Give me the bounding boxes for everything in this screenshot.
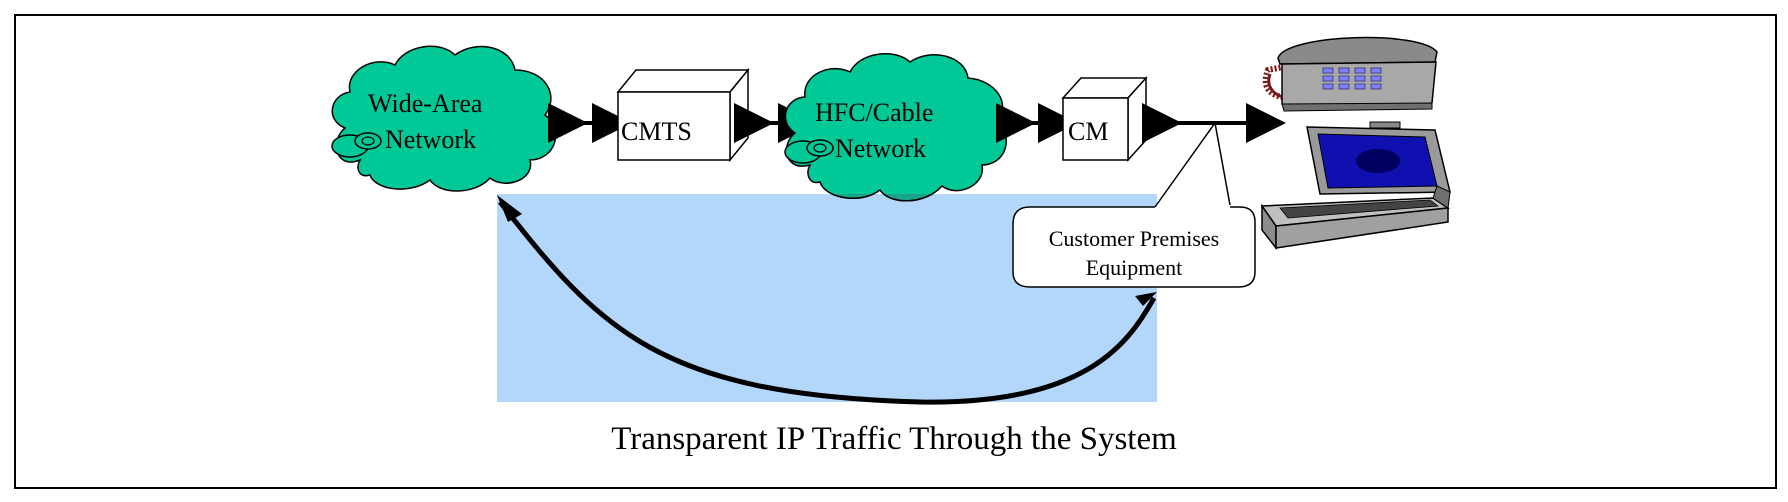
customer-premises-callout: Customer Premises Equipment	[1012, 206, 1256, 288]
hfc-cable-network-cloud: HFC/Cable Network	[784, 53, 1007, 202]
wan-label-line1: Wide-Area	[368, 89, 483, 118]
ip-traffic-arrowhead-left	[497, 195, 522, 222]
hfc-label-line1: HFC/Cable	[815, 98, 933, 127]
figure-frame	[14, 14, 1777, 489]
cm-label: CM	[1068, 117, 1108, 146]
ip-traffic-arrow	[498, 200, 1157, 405]
telephone-icon	[1262, 36, 1438, 112]
callout-line2: Equipment	[1086, 255, 1183, 280]
hfc-label-line2: Network	[835, 134, 926, 163]
wide-area-network-cloud: Wide-Area Network	[331, 45, 557, 192]
ip-traffic-arrowhead-right	[1135, 292, 1157, 306]
cmts-box: CMTS	[616, 67, 750, 163]
laptop-icon	[1260, 121, 1451, 251]
cmts-label: CMTS	[621, 117, 692, 146]
figure-caption: Transparent IP Traffic Through the Syste…	[611, 421, 1177, 457]
callout-pointer-left	[1154, 122, 1216, 208]
callout-pointer-right	[1214, 122, 1231, 206]
callout-line1: Customer Premises	[1049, 226, 1220, 251]
wan-label-line2: Network	[385, 125, 476, 154]
cm-box: CM	[1061, 76, 1148, 162]
